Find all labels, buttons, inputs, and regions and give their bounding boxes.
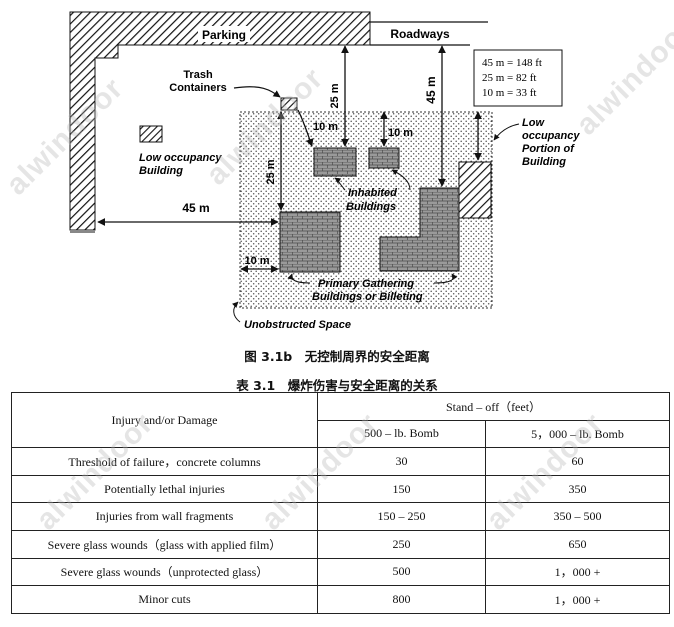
primary-building-left [279, 211, 341, 273]
legend-line-1: 45 m = 148 ft [482, 57, 542, 69]
table-row: Potentially lethal injuries 150 350 [11, 474, 670, 504]
cell-500lb: 800 [317, 585, 486, 614]
primary-label-1: Primary Gathering [318, 278, 414, 290]
table-row: Severe glass wounds（unprotected glass） 5… [11, 557, 670, 587]
table-row: Injuries from wall fragments 150 – 250 3… [11, 502, 670, 531]
cell-5000lb: 1，000 + [485, 557, 670, 587]
inhabited-label-1: Inhabited [348, 187, 397, 199]
inhabited-building-1 [313, 147, 357, 177]
roadways: Roadways [370, 21, 488, 46]
low-occupancy-label-1: Low occupancy [139, 152, 222, 164]
header-injury: Injury and/or Damage [11, 391, 318, 449]
table-row: Minor cuts 800 1，000 + [11, 585, 670, 614]
cell-5000lb: 350 – 500 [485, 502, 670, 531]
low-occ-portion-2: occupancy [522, 130, 580, 142]
header-5000lb: 5，000 – lb. Bomb [485, 419, 670, 449]
header-standoff: Stand – off（feet） [317, 392, 670, 421]
cell-injury: Injuries from wall fragments [11, 502, 318, 531]
cell-injury: Severe glass wounds（glass with applied f… [11, 529, 318, 559]
cell-5000lb: 350 [485, 474, 670, 504]
cell-500lb: 150 – 250 [317, 502, 486, 531]
parking-label: Parking [202, 28, 246, 42]
distance-45m-right: 45 m [424, 76, 438, 103]
trash-label-1: Trash [183, 69, 213, 81]
cell-injury: Minor cuts [11, 585, 318, 614]
table-row: Threshold of failure，concrete columns 30… [11, 447, 670, 476]
legend-line-3: 10 m = 33 ft [482, 87, 536, 99]
table-row: Severe glass wounds（glass with applied f… [11, 529, 670, 559]
table-header-row: Injury and/or Damage Stand – off（feet） [11, 391, 670, 449]
trash-label-2: Containers [169, 82, 226, 94]
cell-5000lb: 650 [485, 529, 670, 559]
low-occupancy-label-2: Building [139, 165, 183, 177]
header-500lb: 500 – lb. Bomb [317, 419, 486, 449]
distance-10m-upper: 10 m [313, 121, 338, 133]
legend-line-2: 25 m = 82 ft [482, 72, 536, 84]
distance-25m-upper: 25 m [329, 83, 341, 108]
conversion-legend [473, 49, 563, 107]
cell-5000lb: 1，000 + [485, 585, 670, 614]
primary-label-2: Buildings or Billeting [312, 291, 423, 303]
distance-10m-right: 10 m [388, 127, 413, 139]
low-occ-portion-4: Building [522, 156, 566, 168]
cell-injury: Potentially lethal injuries [11, 474, 318, 504]
low-occupancy-building-symbol [139, 125, 163, 143]
cell-500lb: 30 [317, 447, 486, 476]
cell-5000lb: 60 [485, 447, 670, 476]
cell-injury: Threshold of failure，concrete columns [11, 447, 318, 476]
cell-500lb: 150 [317, 474, 486, 504]
inhabited-building-2 [368, 147, 400, 169]
parking-area [69, 11, 371, 231]
inhabited-label-2: Buildings [346, 201, 396, 213]
distance-10m-lower: 10 m [244, 255, 269, 267]
low-occ-portion-3: Portion of [522, 143, 575, 155]
figure-caption: 图 3.1b 无控制周界的安全距离 [244, 349, 430, 364]
roadways-label: Roadways [390, 27, 450, 41]
cell-500lb: 500 [317, 557, 486, 587]
distance-45m-left: 45 m [182, 201, 209, 215]
trash-container [280, 97, 298, 111]
table-caption: 表 3.1 爆炸伤害与安全距离的关系 [236, 378, 438, 393]
unobstructed-label: Unobstructed Space [244, 319, 351, 331]
cell-500lb: 250 [317, 529, 486, 559]
distance-25m-left: 25 m [265, 159, 277, 184]
table-subheader-row: 500 – lb. Bomb 5，000 – lb. Bomb [12, 419, 670, 449]
low-occupancy-portion [458, 161, 492, 219]
cell-injury: Severe glass wounds（unprotected glass） [11, 557, 318, 587]
blast-standoff-table: Injury and/or Damage Stand – off（feet） 5… [11, 391, 670, 614]
low-occ-portion-1: Low [522, 117, 545, 129]
site-plan-diagram: Parking Roadways 45 m = 148 ft 25 m = 82… [69, 11, 580, 331]
